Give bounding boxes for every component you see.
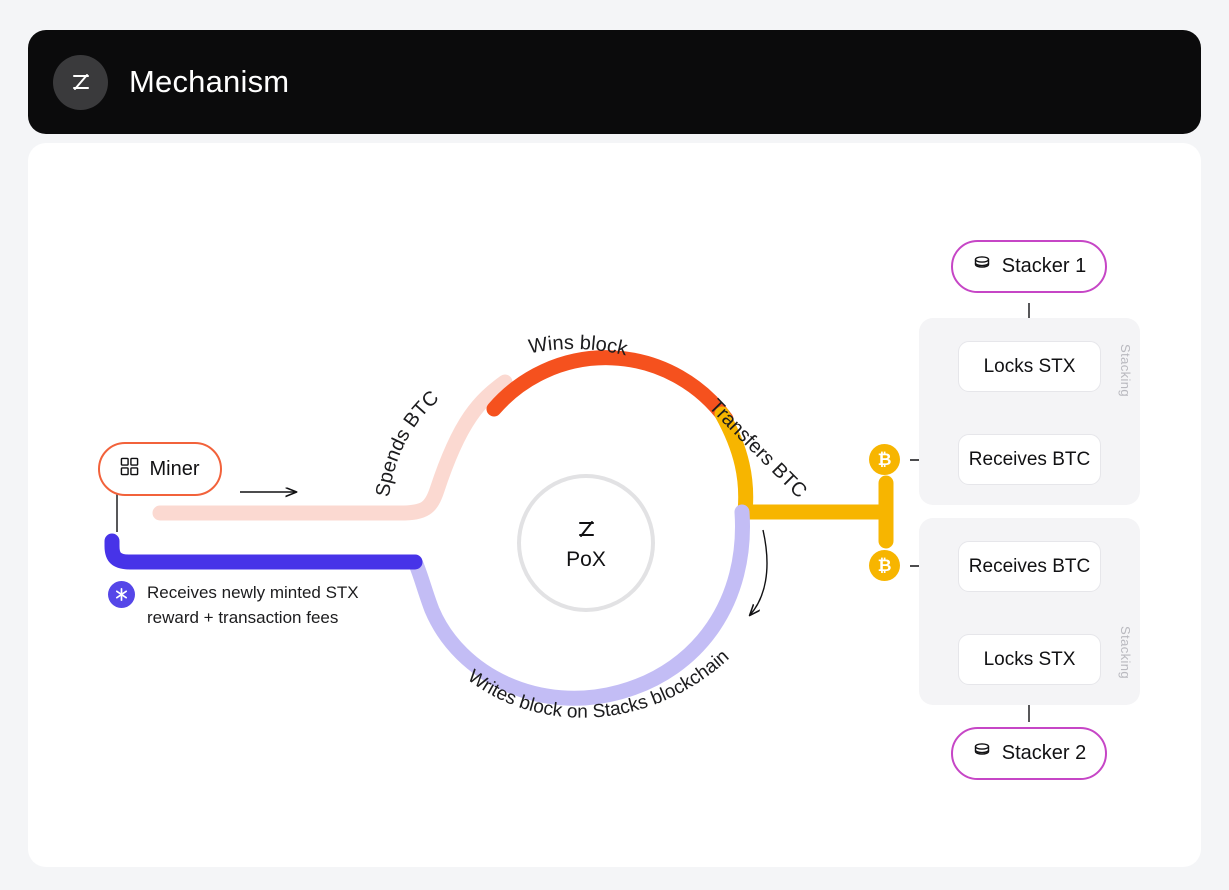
node-miner[interactable]: Miner	[98, 442, 222, 496]
stacking-panel-2-label: Stacking	[1118, 625, 1133, 679]
database-stack-icon	[972, 741, 992, 767]
stacks-z-logo-icon	[53, 54, 108, 110]
stacks-z-logo-icon	[579, 521, 594, 537]
asterisk-star-icon	[108, 581, 135, 608]
node-stacker-1[interactable]: Stacker 1	[951, 240, 1107, 293]
node-stacker-2-label: Stacker 2	[1001, 742, 1087, 764]
pox-core: PoX	[517, 474, 655, 612]
step-receives-btc-1[interactable]: Receives BTC	[958, 434, 1101, 485]
bitcoin-coin-icon: ₿	[869, 444, 900, 475]
database-stack-icon	[972, 254, 992, 280]
header-bar: Mechanism	[28, 30, 1201, 134]
node-stacker-1-label: Stacker 1	[1001, 255, 1087, 277]
step-locks-stx-1[interactable]: Locks STX	[958, 341, 1101, 392]
grid-squares-icon	[120, 457, 139, 482]
legend: Receives newly minted STX reward + trans…	[108, 580, 408, 630]
node-miner-label: Miner	[149, 457, 200, 480]
node-stacker-2[interactable]: Stacker 2	[951, 727, 1107, 780]
pox-label: PoX	[566, 548, 606, 571]
legend-line-2: reward + transaction fees	[147, 608, 339, 627]
step-locks-stx-2[interactable]: Locks STX	[958, 634, 1101, 685]
step-receives-btc-2[interactable]: Receives BTC	[958, 541, 1101, 592]
legend-line-1: Receives newly minted STX	[147, 583, 359, 602]
stacking-panel-1-label: Stacking	[1118, 344, 1133, 398]
page-title: Mechanism	[129, 64, 290, 99]
legend-text: Receives newly minted STX reward + trans…	[147, 580, 359, 630]
bitcoin-coin-icon: ₿	[869, 550, 900, 581]
